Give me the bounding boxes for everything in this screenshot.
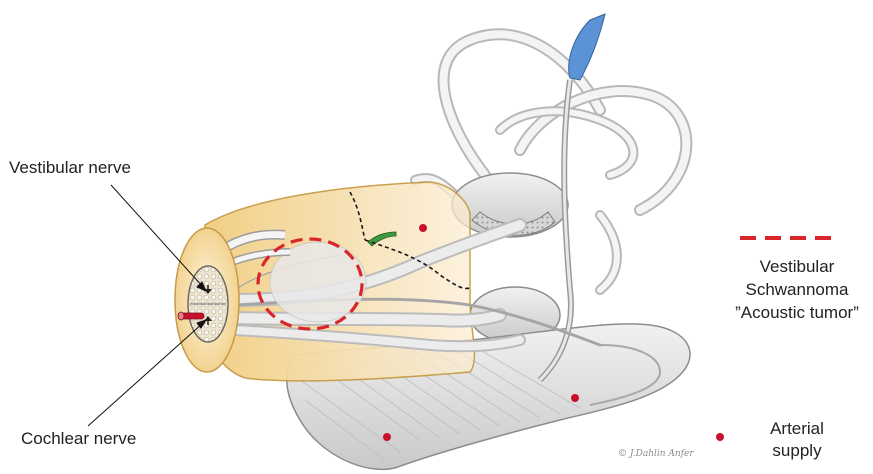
artery-dot: [383, 433, 391, 441]
legend-schwannoma-line-2: Schwannoma: [722, 278, 872, 301]
endolymphatic-sac: [569, 14, 605, 80]
legend-schwannoma-line-1: Vestibular: [722, 255, 872, 278]
legend-schwannoma-line-3: ”Acoustic tumor”: [722, 301, 872, 324]
artery-dot: [571, 394, 579, 402]
cochlear-pointer-line: [88, 323, 203, 426]
labyrinthine-artery: [178, 312, 204, 320]
legend-arterial-label: Arterial supply: [752, 418, 842, 462]
artist-signature: © J.Dahlin Anfer: [618, 449, 694, 459]
cochlear-nerve-label: Cochlear nerve: [21, 428, 136, 449]
artery-dot: [419, 224, 427, 232]
vestibular-nerve-label: Vestibular nerve: [9, 157, 131, 178]
legend-arterial-line-1: Arterial: [752, 418, 842, 440]
legend-schwannoma-label: Vestibular Schwannoma ”Acoustic tumor”: [722, 255, 872, 324]
legend-arterial-line-2: supply: [752, 440, 842, 462]
vestibular-pointer-line: [111, 185, 203, 287]
legend-arterial-swatch: [716, 433, 724, 441]
